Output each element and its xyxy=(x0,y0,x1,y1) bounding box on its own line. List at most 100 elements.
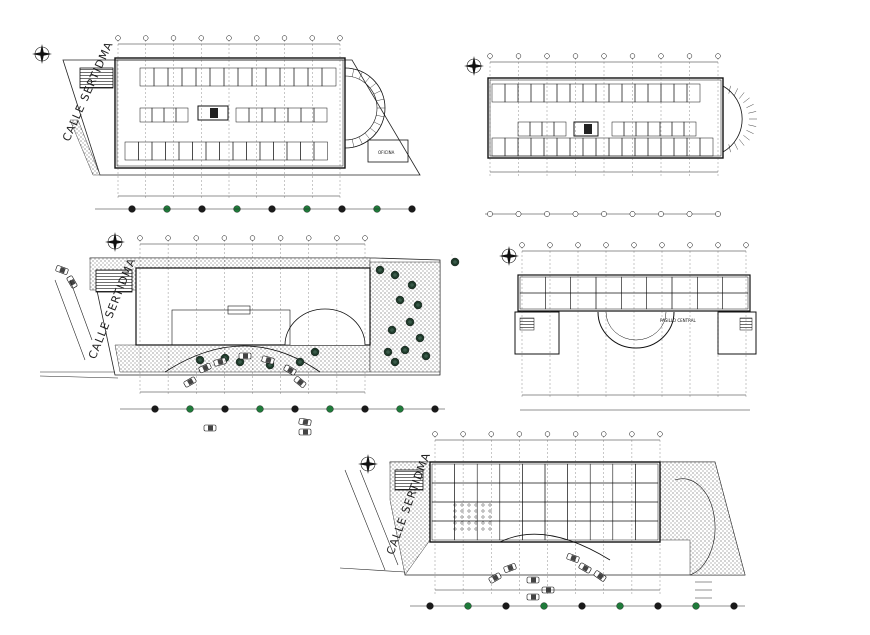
grid-bubble xyxy=(515,53,522,59)
plan-2-parking xyxy=(485,53,757,217)
parking-stall xyxy=(504,83,519,103)
grid-bubble xyxy=(544,211,550,217)
parking-stall xyxy=(209,67,225,87)
room xyxy=(545,276,571,294)
plan-5-ground-floor xyxy=(339,431,746,610)
parking-stall xyxy=(569,83,584,103)
grid-bubble xyxy=(115,35,121,41)
grid-bubble xyxy=(715,53,721,59)
parking-stall xyxy=(543,83,558,103)
furniture xyxy=(467,509,471,513)
grid-bubble xyxy=(578,602,586,610)
furniture xyxy=(481,515,485,519)
parking-stall xyxy=(660,137,675,157)
north-arrow-icon xyxy=(358,454,378,474)
grid-bubble xyxy=(686,211,693,217)
tree-icon xyxy=(390,357,400,367)
furniture xyxy=(481,527,485,531)
parking-stall xyxy=(313,141,328,161)
parking-stall xyxy=(235,107,250,123)
grid-bubble xyxy=(306,235,312,241)
furniture xyxy=(474,527,478,531)
grid-bubble xyxy=(151,405,159,413)
grid-bubble xyxy=(396,405,404,413)
parking-stall xyxy=(686,137,701,157)
parking-row xyxy=(491,137,714,157)
grid-bubble xyxy=(337,35,343,41)
grid-bubble xyxy=(426,602,434,610)
grid-bubble xyxy=(654,602,662,610)
grid-bubble xyxy=(488,431,494,437)
grid-bubble xyxy=(686,53,693,59)
parking-stall xyxy=(659,121,673,137)
parking-stall xyxy=(673,83,688,103)
car-icon xyxy=(578,562,592,574)
parking-stall xyxy=(608,137,623,157)
tree-icon xyxy=(195,355,205,365)
parking-stall xyxy=(246,141,261,161)
parking-row xyxy=(139,67,337,87)
grid-bubble xyxy=(629,211,636,217)
parking-stall xyxy=(274,107,289,123)
grid-bubble xyxy=(334,235,340,241)
car-icon xyxy=(298,417,312,427)
parking-stall xyxy=(647,121,661,137)
parking-stall xyxy=(595,137,610,157)
grid-bubble xyxy=(658,53,664,59)
room xyxy=(722,276,749,294)
car-icon xyxy=(183,376,197,388)
parking-stall xyxy=(313,107,328,123)
parking-stall xyxy=(223,67,239,87)
parking-stall xyxy=(543,137,558,157)
grid-bubble xyxy=(431,405,439,413)
parking-stall xyxy=(647,83,662,103)
grid-bubble xyxy=(616,602,624,610)
furniture xyxy=(453,527,457,531)
parking-stall xyxy=(151,107,165,123)
parking-stall xyxy=(195,67,211,87)
room xyxy=(570,276,597,294)
parking-stall xyxy=(556,83,571,103)
car-icon xyxy=(261,355,275,365)
parking-stall xyxy=(529,121,543,137)
tree-icon xyxy=(310,347,320,357)
grid-lines xyxy=(120,235,445,413)
parking-stall xyxy=(621,137,636,157)
grid-bubble xyxy=(575,242,581,248)
grid-bubble xyxy=(487,53,493,59)
grid-bubble xyxy=(221,235,228,241)
grid-bubble xyxy=(464,602,472,610)
grid-lines xyxy=(519,242,750,411)
grid-bubble xyxy=(730,602,738,610)
parking-stall xyxy=(165,141,180,161)
grid-bubble xyxy=(487,211,493,217)
parking-stall xyxy=(300,141,315,161)
parking-stall xyxy=(634,83,649,103)
parking-stall xyxy=(259,141,274,161)
plan-4-upper-floor: PASILLO CENTRAL xyxy=(514,242,757,411)
parking-stall xyxy=(251,67,267,87)
room xyxy=(595,292,622,310)
room xyxy=(570,292,597,310)
parking-stall xyxy=(517,137,532,157)
car-icon xyxy=(526,593,540,601)
tree-icon xyxy=(390,270,400,280)
grid-bubble xyxy=(572,211,579,217)
car-icon xyxy=(55,265,69,275)
furniture xyxy=(474,509,478,513)
parking-stall xyxy=(595,83,610,103)
car-icon xyxy=(238,352,252,360)
furniture xyxy=(474,521,478,525)
car-icon xyxy=(283,364,297,376)
parking-stall xyxy=(611,121,625,137)
furniture xyxy=(467,521,471,525)
arrow-legend xyxy=(695,581,712,599)
parking-stall xyxy=(139,67,155,87)
tree-icon xyxy=(450,257,460,267)
parking-stall xyxy=(582,83,597,103)
grid-bubble xyxy=(432,431,438,437)
grid-bubble xyxy=(362,235,368,241)
parking-stall xyxy=(293,67,309,87)
grid-bubble xyxy=(254,35,260,41)
grid-bubble xyxy=(572,53,579,59)
